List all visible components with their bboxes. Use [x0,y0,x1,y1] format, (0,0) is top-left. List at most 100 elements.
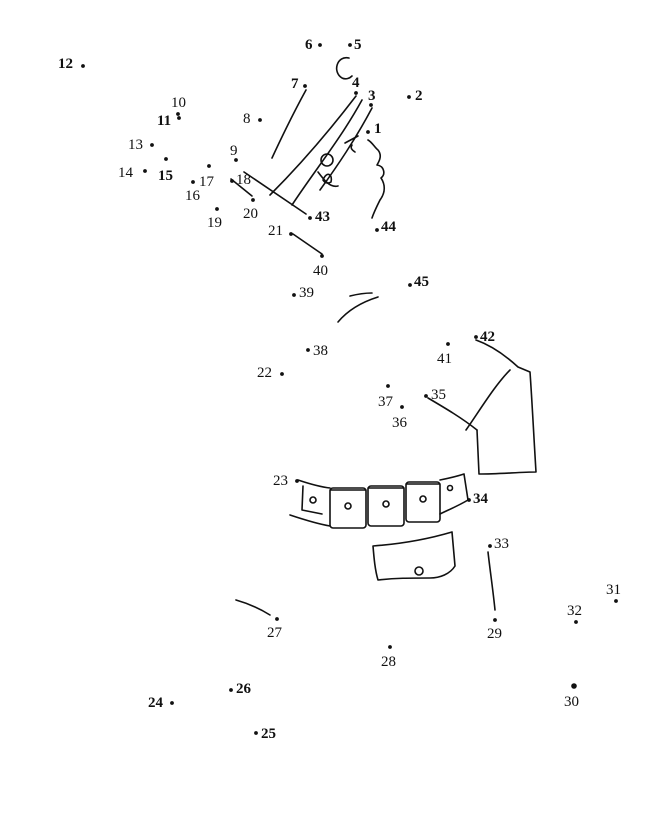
point-15: 15 [158,157,173,184]
point-25: 25 [254,726,276,742]
point-dot-41 [446,342,450,346]
point-dot-5 [348,43,352,47]
point-label-42: 42 [480,329,495,345]
point-17: 17 [199,164,215,190]
point-label-31: 31 [606,582,621,598]
point-dot-6 [318,43,322,47]
point-label-28: 28 [381,654,396,670]
point-label-35: 35 [431,387,446,403]
point-label-17: 17 [199,174,215,190]
point-label-16: 16 [185,188,201,204]
point-label-13: 13 [128,137,143,153]
point-31: 31 [606,582,621,603]
point-dot-38 [306,348,310,352]
face-brow [344,135,359,144]
point-16: 16 [185,180,201,204]
point-13: 13 [128,137,154,153]
point-dot-28 [388,645,392,649]
point-41: 41 [437,342,452,367]
point-label-38: 38 [313,343,328,359]
neck-stroke [292,233,323,255]
point-7: 7 [291,76,307,92]
point-dot-29 [493,618,497,622]
arm-stroke-b [349,292,373,297]
point-dot-18 [230,179,234,183]
point-label-4: 4 [352,75,360,91]
point-label-44: 44 [381,219,397,235]
point-dot-12 [81,64,85,68]
point-label-12: 12 [58,56,73,72]
point-22: 22 [257,365,284,381]
point-dot-17 [207,164,211,168]
point-label-15: 15 [158,168,173,184]
point-43: 43 [308,209,330,225]
point-34: 34 [467,491,489,507]
shoulder-pack [475,339,537,475]
pouch-button [414,566,424,576]
point-dot-1 [366,130,370,134]
point-label-2: 2 [415,88,423,104]
hat-stroke-c [319,107,373,191]
pack-strap [427,397,478,431]
point-label-19: 19 [207,215,222,231]
point-dot-4 [354,91,358,95]
point-28: 28 [381,645,396,670]
collar-stroke [230,178,253,197]
point-dot-14 [143,169,147,173]
point-14: 14 [118,165,147,181]
point-dot-40 [320,254,324,258]
point-label-6: 6 [305,37,313,53]
point-dot-19 [215,207,219,211]
point-label-30: 30 [564,694,579,710]
point-dot-45 [408,283,412,287]
point-12: 12 [58,56,85,72]
point-dot-3 [369,103,373,107]
point-dot-11 [177,116,181,120]
point-dot-26 [229,688,233,692]
point-label-3: 3 [368,88,376,104]
hat-stroke-a [269,95,357,196]
leg-stroke-right [487,551,496,611]
point-label-24: 24 [148,695,164,711]
point-label-36: 36 [392,415,408,431]
point-label-7: 7 [291,76,299,92]
hat-stroke-b [291,99,363,206]
face-nostril [350,144,356,153]
point-dot-36 [400,405,404,409]
point-35: 35 [424,387,446,403]
point-label-25: 25 [261,726,276,742]
point-dot-34 [467,498,471,502]
point-label-39: 39 [299,285,314,301]
face-cheek [317,171,339,188]
point-dot-25 [254,731,258,735]
point-4: 4 [352,75,360,95]
point-dot-24 [170,701,174,705]
point-38: 38 [306,343,328,359]
face-eye-circle [320,153,334,167]
point-dot-37 [386,384,390,388]
point-44: 44 [375,219,397,235]
point-26: 26 [229,681,252,697]
point-5: 5 [348,37,362,53]
point-dot-9 [234,158,238,162]
point-19: 19 [207,207,222,231]
point-21: 21 [268,223,293,239]
point-11: 11 [157,113,181,129]
point-dot-32 [574,620,578,624]
point-label-41: 41 [437,351,452,367]
point-36: 36 [392,405,408,431]
point-label-20: 20 [243,206,258,222]
point-dot-7 [303,84,307,88]
point-8: 8 [243,111,262,127]
point-37: 37 [378,384,394,410]
point-label-43: 43 [315,209,330,225]
point-42: 42 [474,329,495,345]
point-label-9: 9 [230,143,238,159]
point-39: 39 [292,285,314,301]
point-label-40: 40 [313,263,328,279]
point-dot-10 [176,112,180,116]
point-label-14: 14 [118,165,134,181]
point-dot-33 [488,544,492,548]
point-dot-21 [289,232,293,236]
point-9: 9 [230,143,238,162]
